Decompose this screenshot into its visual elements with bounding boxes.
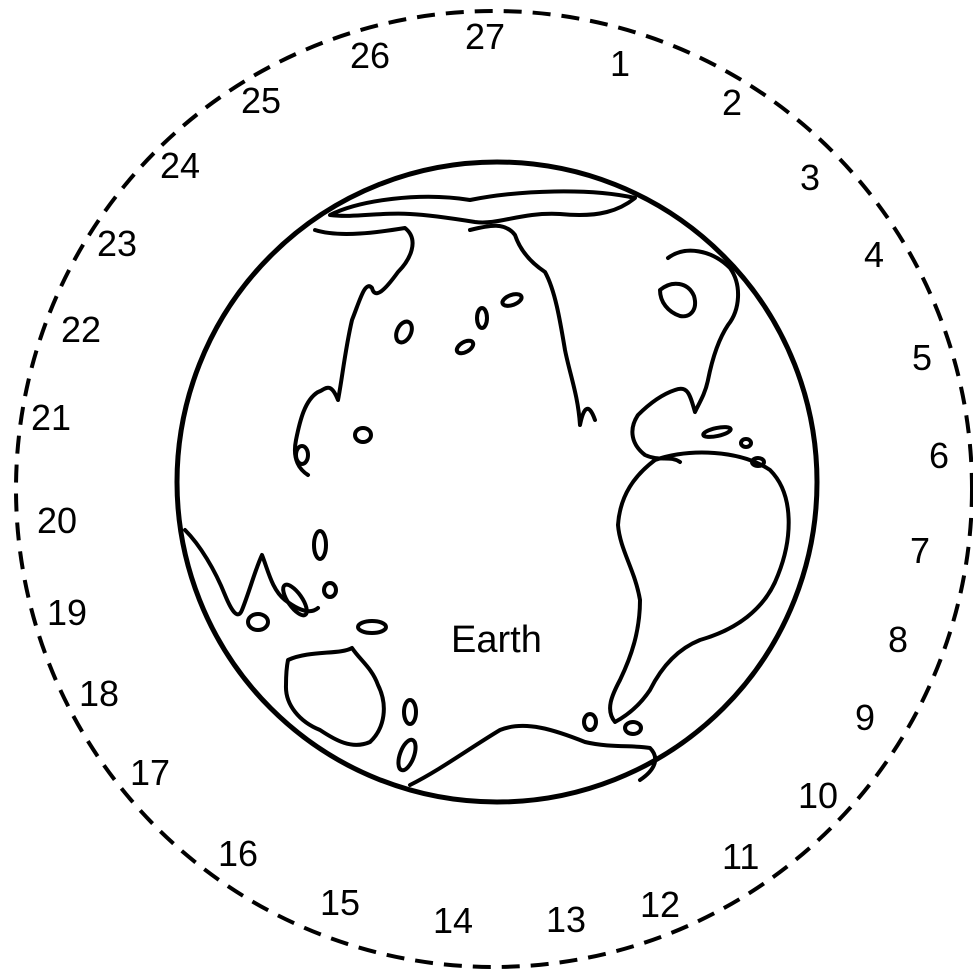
orbit-number-27: 27 xyxy=(465,16,505,57)
orbit-number-23: 23 xyxy=(97,223,137,264)
orbit-number-1: 1 xyxy=(610,43,630,84)
orbit-number-7: 7 xyxy=(910,530,930,571)
orbit-number-2: 2 xyxy=(722,82,742,123)
orbit-number-9: 9 xyxy=(855,697,875,738)
orbit-number-15: 15 xyxy=(320,882,360,923)
orbit-number-19: 19 xyxy=(47,592,87,633)
orbit-number-10: 10 xyxy=(798,775,838,816)
orbit-number-20: 20 xyxy=(37,500,77,541)
orbit-number-22: 22 xyxy=(61,309,101,350)
orbit-number-4: 4 xyxy=(864,234,884,275)
orbit-number-6: 6 xyxy=(929,435,949,476)
orbit-number-26: 26 xyxy=(350,35,390,76)
orbit-number-14: 14 xyxy=(433,900,473,941)
orbit-number-21: 21 xyxy=(31,397,71,438)
orbit-number-18: 18 xyxy=(79,673,119,714)
orbit-number-16: 16 xyxy=(218,833,258,874)
orbit-number-13: 13 xyxy=(546,899,586,940)
earth-globe: Earth xyxy=(177,162,817,802)
earth-outline xyxy=(177,162,817,802)
orbit-number-3: 3 xyxy=(800,157,820,198)
orbit-number-11: 11 xyxy=(722,836,759,877)
orbit-number-8: 8 xyxy=(888,619,908,660)
orbit-number-5: 5 xyxy=(912,337,932,378)
orbit-number-24: 24 xyxy=(160,145,200,186)
earth-label: Earth xyxy=(451,619,542,661)
orbit-number-17: 17 xyxy=(130,752,170,793)
orbit-number-25: 25 xyxy=(241,80,281,121)
orbit-number-12: 12 xyxy=(640,884,680,925)
